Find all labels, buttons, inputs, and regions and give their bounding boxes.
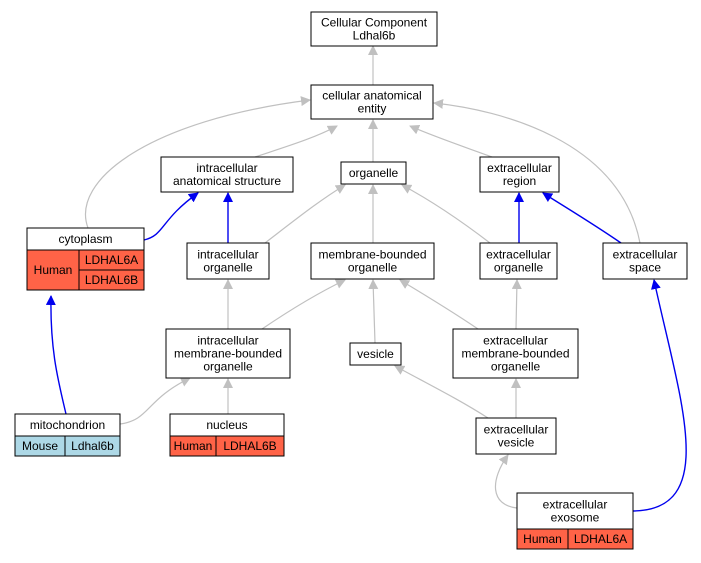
node-box [479, 242, 558, 280]
node-label-line: membrane-bounded [318, 248, 426, 262]
node-label-line: intracellular [196, 161, 257, 175]
gene-label: LDHAL6B [85, 273, 138, 287]
node-label-line: organelle [494, 261, 544, 275]
node-label-line: anatomical structure [173, 174, 281, 188]
node-label-line: extracellular [483, 334, 548, 348]
node-organelle[interactable]: organelle [340, 161, 407, 185]
node-box [516, 492, 634, 530]
node-vesicle[interactable]: vesicle [349, 342, 402, 366]
species-label: Human [34, 263, 73, 277]
node-label-line: vesicle [498, 436, 535, 450]
node-box [310, 242, 435, 280]
edge-extracellular-exosome-to-extracellular-vesicle [495, 454, 518, 509]
gene-label: Ldhal6b [71, 439, 114, 453]
node-label-line: intracellular [197, 248, 258, 262]
species-label: Human [174, 439, 213, 453]
node-label-line: cytoplasm [58, 232, 112, 246]
edge-extracellular-space-to-cellular-anatomical-entity [433, 98, 641, 244]
node-label-line: vesicle [357, 347, 394, 361]
node-frame [26, 227, 145, 291]
node-label-line: cellular anatomical [322, 89, 421, 103]
node-box [475, 417, 557, 455]
node-box [349, 342, 402, 366]
node-label-line: organelle [203, 261, 253, 275]
node-box [602, 242, 688, 280]
edge-extracellular-space-to-extracellular-region [542, 192, 622, 244]
edge-intracellular-membrane-bounded-organelle-to-membrane-bounded-organelle [261, 279, 346, 330]
node-box [310, 84, 434, 120]
node-frame [169, 413, 285, 457]
node-label-line: intracellular [197, 334, 258, 348]
node-label-line: space [629, 261, 661, 275]
node-box [340, 161, 407, 185]
edge-extracellular-membrane-bounded-organelle-to-extracellular-organelle [511, 279, 522, 330]
species-cell [26, 249, 80, 291]
node-box [479, 156, 560, 193]
node-box [452, 328, 579, 379]
node-label-line: extracellular [487, 161, 552, 175]
node-box [186, 242, 270, 280]
edge-intracellular-anatomical-structure-to-cellular-anatomical-entity [254, 125, 338, 158]
node-label-line: organelle [203, 360, 253, 374]
edge-extracellular-membrane-bounded-organelle-to-membrane-bounded-organelle [399, 279, 479, 330]
node-box [165, 328, 291, 379]
edge-extracellular-region-to-cellular-anatomical-entity [409, 125, 493, 158]
edge-cytoplasm-to-cellular-anatomical-entity [85, 96, 311, 229]
node-box [310, 11, 438, 47]
node-label-line: extracellular [613, 248, 678, 262]
edge-cytoplasm-to-intracellular-anatomical-structure [143, 192, 199, 241]
node-label-line: membrane-bounded [461, 347, 569, 361]
node-label-line: exosome [551, 511, 600, 525]
gene-label: LDHAL6A [85, 253, 138, 267]
edge-vesicle-to-membrane-bounded-organelle [368, 279, 379, 344]
node-label-line: extracellular [484, 423, 549, 437]
node-frame [14, 413, 121, 457]
node-label-line: nucleus [206, 418, 247, 432]
node-frame [516, 492, 634, 550]
gene-label: LDHAL6A [574, 532, 627, 546]
edge-extracellular-organelle-to-organelle [401, 184, 491, 244]
node-label-line: organelle [349, 166, 399, 180]
node-label-line: Cellular Component [321, 16, 428, 30]
node-label-line: organelle [491, 360, 541, 374]
gene-label: LDHAL6B [223, 439, 276, 453]
node-label-line: organelle [348, 261, 398, 275]
node-box [160, 156, 294, 193]
node-label-line: entity [358, 102, 387, 116]
node-label-line: extracellular [486, 248, 551, 262]
edges-layer [45, 45, 687, 512]
node-label-line: extracellular [543, 498, 608, 512]
species-label: Mouse [22, 439, 58, 453]
node-label-line: Ldhal6b [353, 29, 396, 43]
species-label: Human [523, 532, 562, 546]
node-label-line: mitochondrion [30, 418, 105, 432]
edge-intracellular-organelle-to-organelle [264, 184, 346, 244]
edge-extracellular-exosome-to-extracellular-space [632, 279, 687, 512]
node-label-line: region [503, 174, 536, 188]
node-label-line: membrane-bounded [174, 347, 282, 361]
edge-mitochondrion-to-cytoplasm [45, 295, 67, 415]
edge-extracellular-vesicle-to-vesicle [394, 365, 489, 419]
edge-mitochondrion-to-intracellular-membrane-bounded-organelle [119, 377, 191, 425]
